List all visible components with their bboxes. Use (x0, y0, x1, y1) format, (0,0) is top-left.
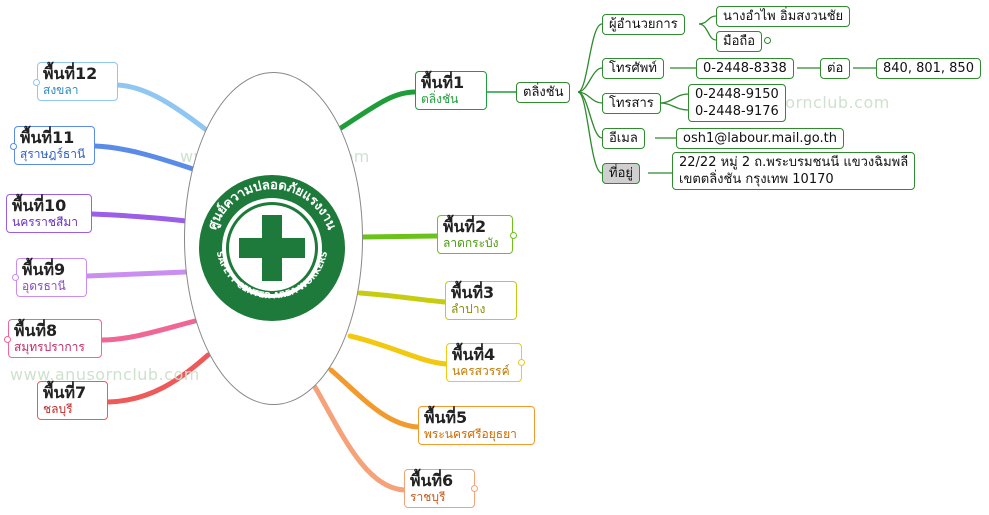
expand-handle[interactable] (10, 143, 17, 150)
area-title: พื้นที่12 (43, 64, 98, 83)
address-label[interactable]: ที่อยู่ (602, 163, 640, 184)
branch-area3 (357, 290, 448, 305)
address-line-2: เขตตลิ่งชัน กรุงเทพ 10170 (679, 172, 834, 187)
branch-area11 (92, 143, 199, 173)
area-subtitle: สุราษฎร์ธานี (20, 147, 86, 161)
area-subtitle: ลำปาง (451, 302, 486, 316)
phone-number[interactable]: 0-2448-8338 (696, 58, 794, 79)
fax-numbers[interactable]: 0-2448-9150 0-2448-9176 (688, 84, 786, 122)
area-node-5[interactable]: พื้นที่5 พระนครศรีอยุธยา (418, 406, 535, 445)
branch-area9 (84, 269, 189, 279)
safety-center-logo: ศูนย์ความปลอดภัยแรงงาน SAFETY CENTER ARE… (197, 173, 347, 323)
area-node-2[interactable]: พื้นที่2 ลาดกระบัง (437, 215, 513, 254)
branch-area2 (359, 233, 440, 240)
area-subtitle: สมุทรปราการ (14, 340, 85, 354)
area-node-1[interactable]: พื้นที่1 ตลิ่งชัน (415, 71, 487, 110)
area-title: พื้นที่7 (43, 383, 87, 402)
area-subtitle: ลาดกระบัง (443, 236, 499, 250)
branch-area6 (312, 384, 407, 493)
area-node-9[interactable]: พื้นที่9 อุดรธานี (16, 258, 87, 297)
area-node-8[interactable]: พื้นที่8 สมุทรปราการ (8, 319, 102, 358)
branch-area4 (347, 333, 449, 367)
branch-area1 (330, 89, 418, 136)
area-node-6[interactable]: พื้นที่6 ราชบุรี (404, 469, 475, 508)
email-address[interactable]: osh1@labour.mail.go.th (676, 128, 844, 149)
area-subtitle: นครสวรรค์ (452, 364, 510, 378)
area-title: พื้นที่10 (12, 196, 67, 215)
area-title: พื้นที่9 (22, 260, 66, 279)
address-line-1: 22/22 หมู่ 2 ถ.พระบรมชนนี แขวงฉิมพลี (679, 155, 909, 170)
area-title: พื้นที่4 (452, 345, 496, 364)
area-title: พื้นที่1 (421, 73, 465, 92)
area-node-11[interactable]: พื้นที่11 สุราษฎร์ธานี (14, 126, 95, 165)
area-subtitle: ราชบุรี (410, 490, 446, 504)
branch-area8 (99, 318, 198, 343)
fax-label[interactable]: โทรสาร (602, 93, 661, 114)
director-name[interactable]: นางอำไพ อิ่มสงวนชัย (716, 6, 851, 27)
branch-area12 (115, 82, 216, 138)
fax-number-1: 0-2448-9150 (695, 87, 779, 102)
expand-handle[interactable] (764, 37, 771, 44)
area-title: พื้นที่11 (20, 128, 75, 147)
expand-handle[interactable] (471, 485, 478, 492)
area-title: พื้นที่8 (14, 321, 58, 340)
branch-area5 (328, 367, 421, 430)
area-subtitle: นครราชสีมา (12, 215, 78, 229)
branch-area7 (105, 352, 211, 405)
area-node-3[interactable]: พื้นที่3 ลำปาง (445, 281, 517, 320)
area-subtitle: อุดรธานี (22, 279, 66, 293)
ext-numbers[interactable]: 840, 801, 850 (876, 58, 981, 79)
phone-label[interactable]: โทรศัพท์ (602, 58, 664, 79)
address-text[interactable]: 22/22 หมู่ 2 ถ.พระบรมชนนี แขวงฉิมพลี เขต… (672, 152, 916, 190)
mobile-label[interactable]: มือถือ (716, 31, 763, 52)
area-subtitle: สงขลา (43, 83, 79, 97)
area-subtitle: พระนครศรีอยุธยา (424, 427, 517, 441)
director-label[interactable]: ผู้อำนวยการ (602, 14, 685, 35)
expand-handle[interactable] (518, 359, 525, 366)
ext-label[interactable]: ต่อ (820, 58, 851, 79)
area-node-12[interactable]: พื้นที่12 สงขลา (37, 62, 118, 101)
area-title: พื้นที่6 (410, 471, 454, 490)
area-node-10[interactable]: พื้นที่10 นครราชสีมา (6, 194, 92, 233)
area-title: พื้นที่3 (451, 283, 495, 302)
expand-handle[interactable] (4, 336, 11, 343)
area1-hub[interactable]: ตลิ่งชัน (516, 82, 571, 103)
expand-handle[interactable] (12, 274, 19, 281)
area-title: พื้นที่5 (424, 408, 468, 427)
area-subtitle: ตลิ่งชัน (421, 92, 459, 106)
area-title: พื้นที่2 (443, 217, 487, 236)
expand-handle[interactable] (33, 79, 40, 86)
area-node-7[interactable]: พื้นที่7 ชลบุรี (37, 381, 108, 420)
area-node-4[interactable]: พื้นที่4 นครสวรรค์ (446, 343, 522, 382)
watermark-bottom: www.anusornclub.com (10, 365, 200, 384)
email-label[interactable]: อีเมล (602, 128, 645, 149)
expand-handle[interactable] (510, 232, 517, 239)
fax-number-2: 0-2448-9176 (695, 104, 779, 119)
area-subtitle: ชลบุรี (43, 402, 73, 416)
branch-area10 (89, 211, 189, 224)
detail-links (577, 15, 876, 174)
